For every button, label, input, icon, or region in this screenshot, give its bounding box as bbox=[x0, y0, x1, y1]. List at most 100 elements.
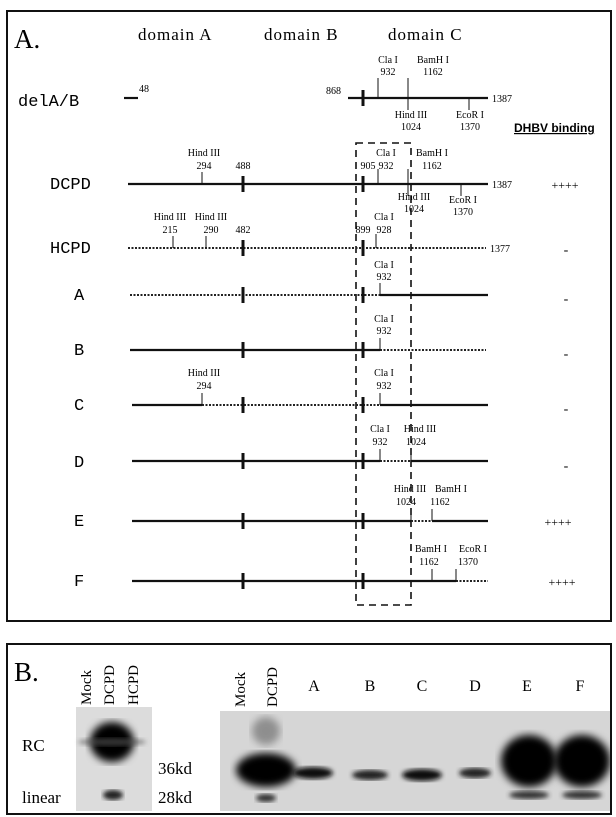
panel-b-label: B. bbox=[14, 657, 39, 687]
band-b bbox=[352, 770, 388, 780]
label-488: 488 bbox=[236, 161, 251, 172]
gel-figure: B. Mock DCPD HCPD RC linear 36kd 28kd Mo… bbox=[14, 657, 610, 811]
label-cla-i: Cla I bbox=[374, 314, 394, 325]
label-cla-i: Cla I bbox=[374, 368, 394, 379]
highlight-box bbox=[355, 142, 412, 606]
label-868: 868 bbox=[326, 86, 341, 97]
label-482: 482 bbox=[236, 225, 251, 236]
label-ecor-i: EcoR I bbox=[449, 195, 477, 206]
construct-name: E bbox=[74, 513, 84, 532]
band-a bbox=[293, 767, 333, 779]
construct-dcpd: DCPD Hind III 294 488 905 Cla I 932 BamH… bbox=[50, 148, 579, 218]
label-hind-iii: Hind III bbox=[394, 484, 427, 495]
label-932: 932 bbox=[377, 272, 392, 283]
label-1024: 1024 bbox=[406, 437, 426, 448]
label-bamh-i: BamH I bbox=[417, 55, 449, 66]
domain-b-label: domain B bbox=[264, 25, 339, 44]
label-cla-i: Cla I bbox=[370, 424, 390, 435]
construct-name: delA/B bbox=[18, 93, 79, 112]
label-1024: 1024 bbox=[401, 122, 421, 133]
construct-b: B Cla I 932 - bbox=[74, 314, 569, 362]
lane-label-mock-right: Mock bbox=[233, 672, 249, 707]
construct-diagram: A. domain A domain B domain C DHBV bindi… bbox=[14, 24, 595, 606]
label-48: 48 bbox=[139, 84, 149, 95]
band-linear-dcpd bbox=[103, 790, 123, 800]
lane-label-e: E bbox=[522, 678, 532, 695]
left-blot bbox=[76, 707, 152, 811]
construct-dela-b: delA/B 48 868 Cla I 932 BamH I 1162 1387… bbox=[18, 55, 512, 133]
band-c bbox=[402, 769, 442, 781]
label-1162: 1162 bbox=[430, 497, 450, 508]
label-1387: 1387 bbox=[492, 94, 512, 105]
label-932: 932 bbox=[379, 161, 394, 172]
label-899: 899 bbox=[356, 225, 371, 236]
construct-name: D bbox=[74, 454, 84, 473]
label-cla-i: Cla I bbox=[378, 55, 398, 66]
lane-label-c: C bbox=[417, 678, 428, 695]
band-e bbox=[501, 735, 557, 787]
construct-hcpd: HCPD Hind III 215 Hind III 290 482 899 C… bbox=[50, 212, 569, 259]
lane-label-mock-left: Mock bbox=[79, 670, 95, 705]
label-294: 294 bbox=[197, 381, 212, 392]
label-bamh-i: BamH I bbox=[435, 484, 467, 495]
label-bamh-i: BamH I bbox=[415, 544, 447, 555]
label-cla-i: Cla I bbox=[376, 148, 396, 159]
label-1387: 1387 bbox=[492, 180, 512, 191]
panel-a-label: A. bbox=[14, 24, 40, 54]
label-ecor-i: EcoR I bbox=[456, 110, 484, 121]
domain-a-label: domain A bbox=[138, 25, 213, 44]
binding-value: - bbox=[564, 292, 569, 307]
label-1162: 1162 bbox=[419, 557, 439, 568]
lane-label-b: B bbox=[365, 678, 376, 695]
label-1162: 1162 bbox=[423, 67, 443, 78]
label-hind-iii: Hind III bbox=[404, 424, 437, 435]
label-905: 905 bbox=[361, 161, 376, 172]
label-290: 290 bbox=[204, 225, 219, 236]
construct-name: B bbox=[74, 342, 84, 361]
lane-label-a: A bbox=[308, 678, 320, 695]
label-hind-iii: Hind III bbox=[188, 148, 221, 159]
construct-d: D Cla I 932 Hind III 1024 - bbox=[74, 424, 569, 474]
label-1162: 1162 bbox=[422, 161, 442, 172]
band-label-linear: linear bbox=[22, 788, 61, 807]
label-932: 932 bbox=[373, 437, 388, 448]
label-932: 932 bbox=[377, 381, 392, 392]
label-1024: 1024 bbox=[404, 204, 424, 215]
label-hind-iii: Hind III bbox=[188, 368, 221, 379]
construct-e: E Hind III 1024 BamH I 1162 ++++ bbox=[74, 484, 572, 532]
marker-28kd: 28kd bbox=[158, 788, 193, 807]
binding-value: - bbox=[564, 459, 569, 474]
domain-c-label: domain C bbox=[388, 25, 463, 44]
marker-36kd: 36kd bbox=[158, 759, 193, 778]
band-f bbox=[554, 735, 610, 787]
binding-value: - bbox=[564, 243, 569, 258]
lane-label-f: F bbox=[576, 678, 585, 695]
label-928: 928 bbox=[377, 225, 392, 236]
construct-c: C Hind III 294 Cla I 932 - bbox=[74, 368, 569, 417]
binding-value: - bbox=[564, 402, 569, 417]
label-1370: 1370 bbox=[460, 122, 480, 133]
binding-header: DHBV binding bbox=[514, 121, 595, 135]
panel-b: B. Mock DCPD HCPD RC linear 36kd 28kd Mo… bbox=[6, 643, 612, 815]
construct-name: A bbox=[74, 287, 85, 306]
lane-label-hcpd-left: HCPD bbox=[126, 665, 142, 705]
label-294: 294 bbox=[197, 161, 212, 172]
label-932: 932 bbox=[381, 67, 396, 78]
band-dcpd bbox=[236, 753, 296, 787]
binding-value: ++++ bbox=[544, 515, 571, 529]
lane-label-dcpd-left: DCPD bbox=[102, 665, 118, 705]
label-1370: 1370 bbox=[453, 207, 473, 218]
label-hind-iii: Hind III bbox=[395, 110, 428, 121]
band-label-rc: RC bbox=[22, 736, 45, 755]
label-bamh-i: BamH I bbox=[416, 148, 448, 159]
label-cla-i: Cla I bbox=[374, 260, 394, 271]
right-blot bbox=[220, 711, 610, 811]
label-hind-iii: Hind III bbox=[398, 192, 431, 203]
lane-label-d: D bbox=[469, 678, 481, 695]
label-1024: 1024 bbox=[396, 497, 416, 508]
binding-value: ++++ bbox=[548, 575, 575, 589]
label-215: 215 bbox=[163, 225, 178, 236]
binding-value: - bbox=[564, 347, 569, 362]
label-1370: 1370 bbox=[458, 557, 478, 568]
label-932: 932 bbox=[377, 326, 392, 337]
